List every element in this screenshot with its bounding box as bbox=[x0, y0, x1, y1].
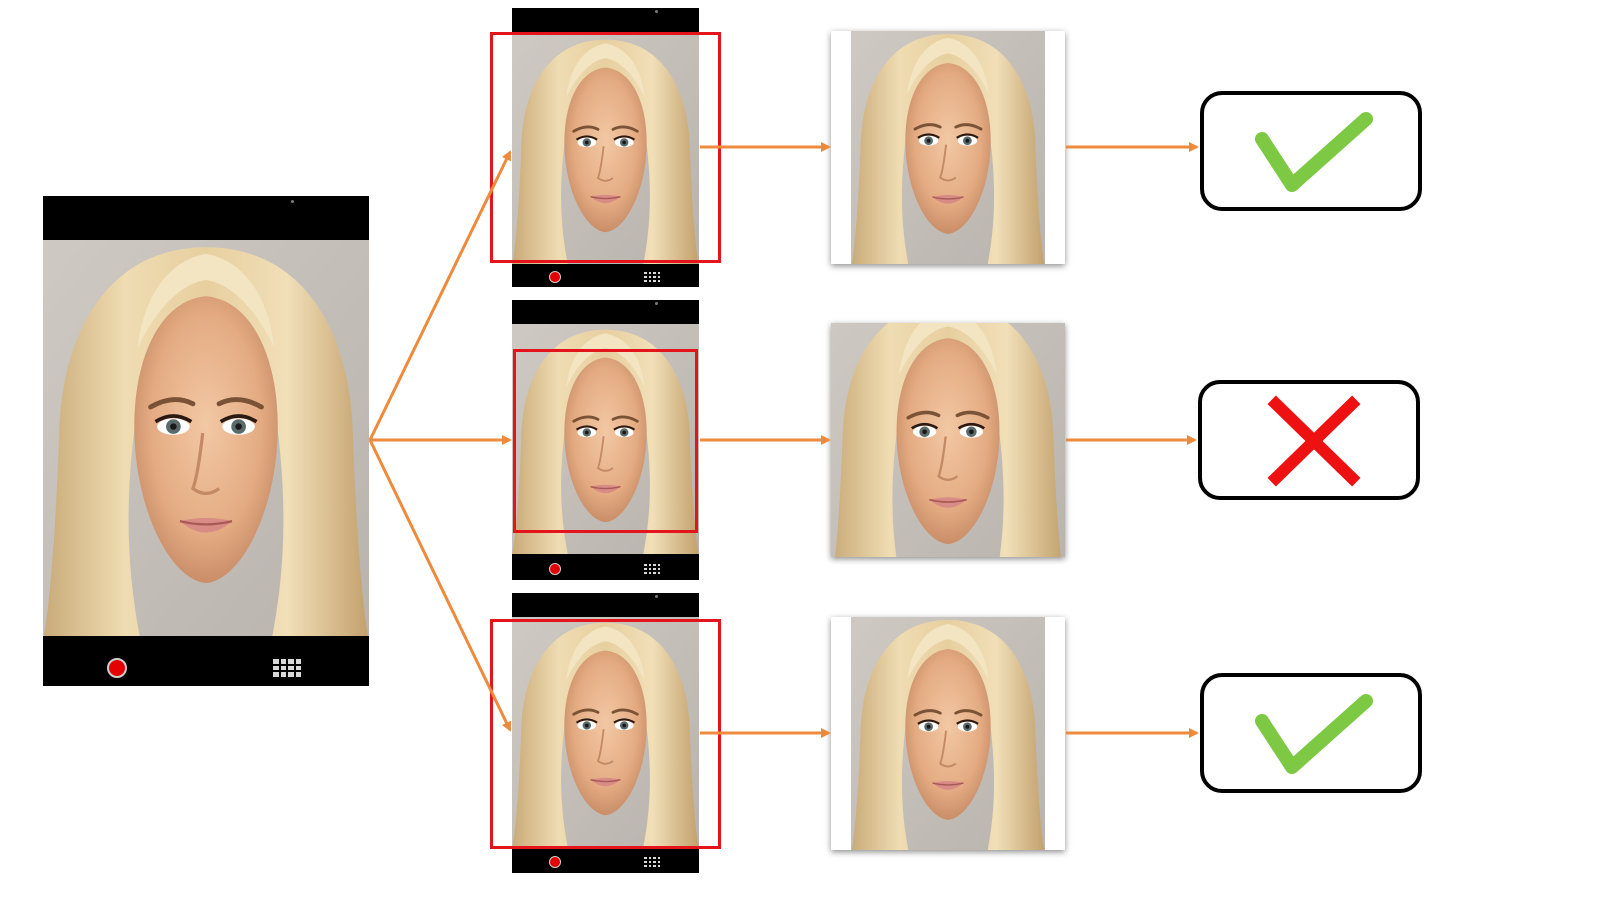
cropped-face-3 bbox=[831, 617, 1065, 850]
record-button-icon[interactable] bbox=[549, 271, 561, 283]
result-box-1 bbox=[1200, 91, 1422, 211]
cropped-face-image-1 bbox=[851, 31, 1045, 264]
detection-camera-view-3 bbox=[512, 617, 699, 847]
source-camera-view bbox=[43, 240, 369, 636]
record-button-icon[interactable] bbox=[549, 563, 561, 575]
camera-dot bbox=[655, 10, 658, 13]
arrow-source-to-row3 bbox=[368, 439, 512, 732]
record-button-icon[interactable] bbox=[549, 856, 561, 868]
arrow-source-to-row1 bbox=[368, 150, 512, 441]
cropped-face-image-3 bbox=[851, 617, 1045, 850]
cropped-face-2 bbox=[831, 323, 1065, 557]
grid-menu-icon[interactable] bbox=[643, 271, 661, 283]
grid-menu-icon[interactable] bbox=[643, 563, 661, 575]
cross-icon bbox=[1267, 395, 1361, 487]
camera-dot bbox=[655, 595, 658, 598]
grid-menu-icon[interactable] bbox=[272, 658, 302, 678]
cropped-face-1 bbox=[831, 31, 1065, 264]
source-phone bbox=[43, 196, 369, 686]
source-face-image bbox=[43, 240, 369, 636]
detection-phone-2 bbox=[512, 300, 699, 580]
face-detection-box-1 bbox=[490, 32, 721, 263]
check-icon bbox=[1255, 694, 1373, 774]
detection-camera-view-1 bbox=[512, 34, 699, 264]
record-button-icon[interactable] bbox=[107, 658, 127, 678]
detection-camera-view-2 bbox=[512, 324, 699, 554]
detection-phone-1 bbox=[512, 8, 699, 287]
grid-menu-icon[interactable] bbox=[643, 856, 661, 868]
camera-dot bbox=[291, 200, 294, 203]
result-box-2 bbox=[1198, 380, 1420, 500]
check-icon bbox=[1255, 112, 1373, 192]
detection-phone-3 bbox=[512, 593, 699, 873]
camera-dot bbox=[655, 302, 658, 305]
face-detection-box-2 bbox=[513, 349, 698, 533]
result-box-3 bbox=[1200, 673, 1422, 793]
cropped-face-image-2 bbox=[831, 323, 1065, 557]
face-detection-box-3 bbox=[490, 619, 721, 849]
